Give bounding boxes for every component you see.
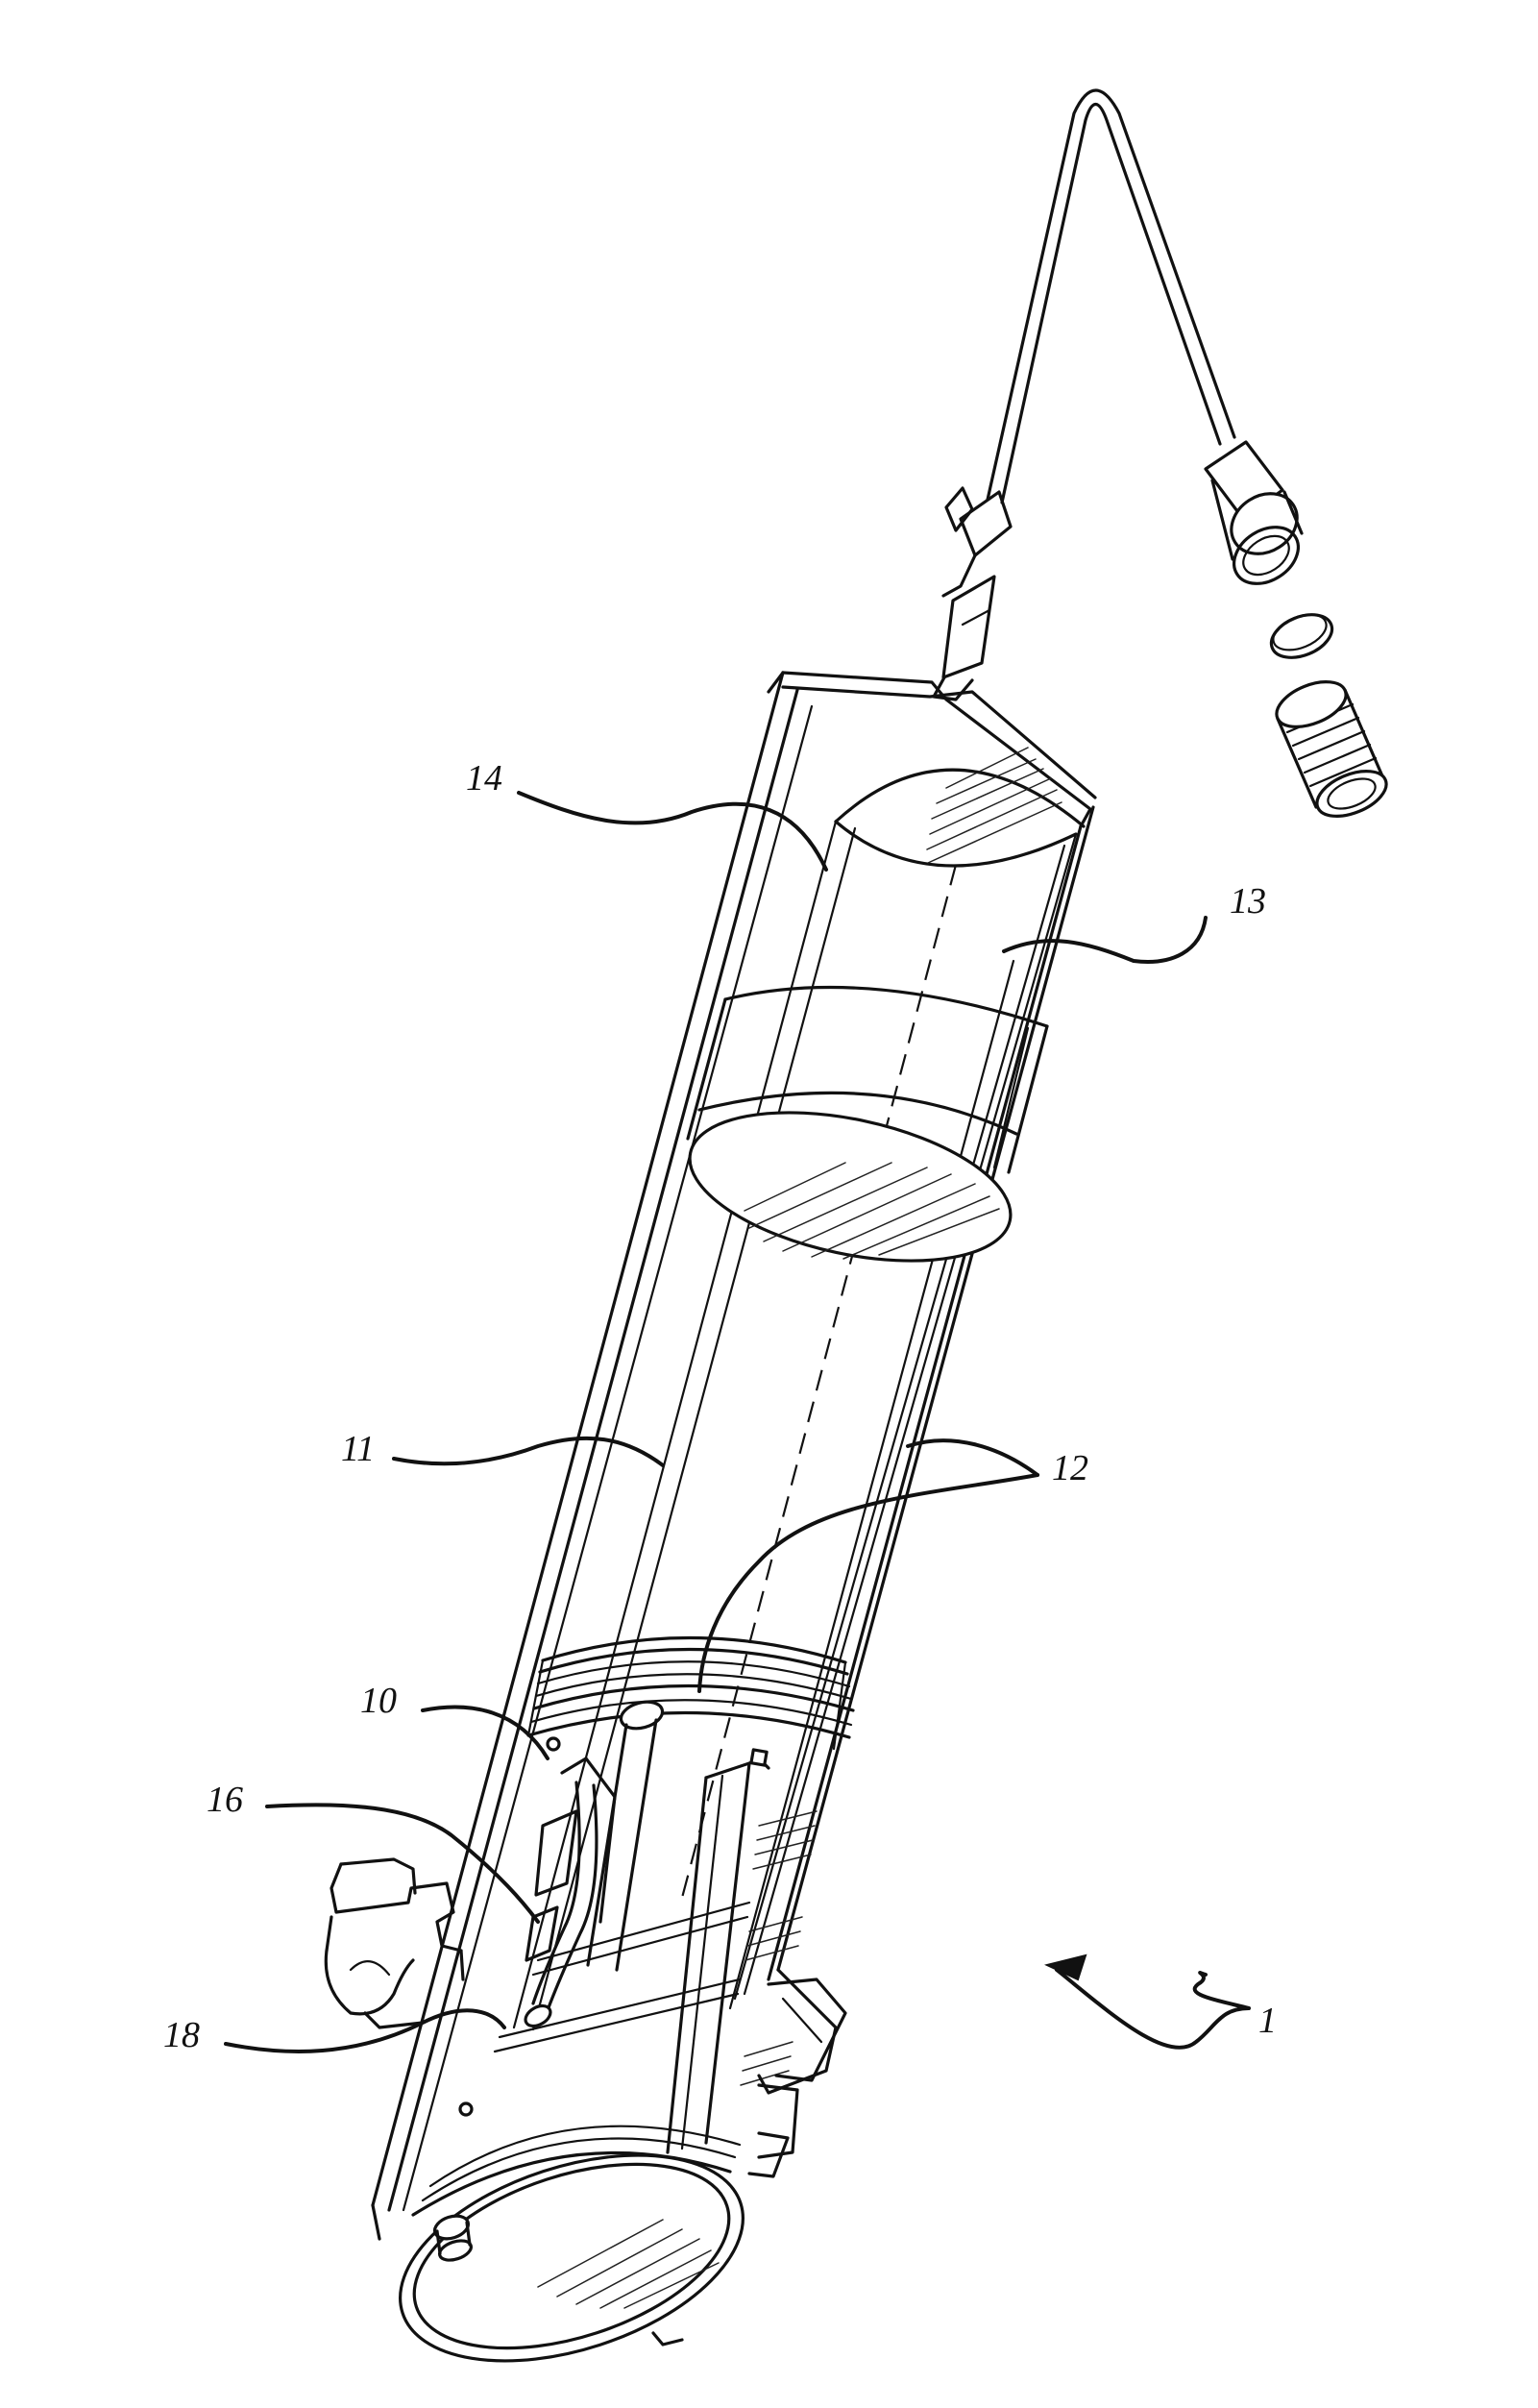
threaded-fitting (1270, 673, 1392, 825)
label-1: 1 (1258, 2001, 1277, 2041)
leader-1 (1057, 1970, 1249, 2048)
label-11: 11 (341, 1429, 375, 1469)
center-axis (682, 865, 956, 1898)
outer-housing (373, 673, 1095, 2210)
label-14: 14 (466, 758, 502, 799)
end-cap (373, 2116, 769, 2399)
floating-piston (676, 988, 1047, 1287)
label-13: 13 (1230, 881, 1266, 921)
stopcock-valve (934, 488, 1011, 700)
side-clip (326, 1859, 463, 2027)
cone-end (836, 748, 1084, 866)
leader-11 (394, 1438, 663, 1465)
luer-connector-cap (1206, 442, 1308, 595)
leader-12a (908, 1440, 1038, 1475)
internal-mechanism (460, 1698, 845, 2157)
label-16: 16 (207, 1780, 243, 1820)
leader-18 (226, 2010, 504, 2052)
leader-12b (699, 1475, 1038, 1691)
o-ring-washer (1265, 606, 1338, 666)
tubing-line (988, 90, 1234, 503)
leader-14 (519, 793, 826, 870)
label-18: 18 (163, 2015, 200, 2055)
label-12: 12 (1052, 1448, 1088, 1488)
label-10: 10 (360, 1681, 397, 1721)
